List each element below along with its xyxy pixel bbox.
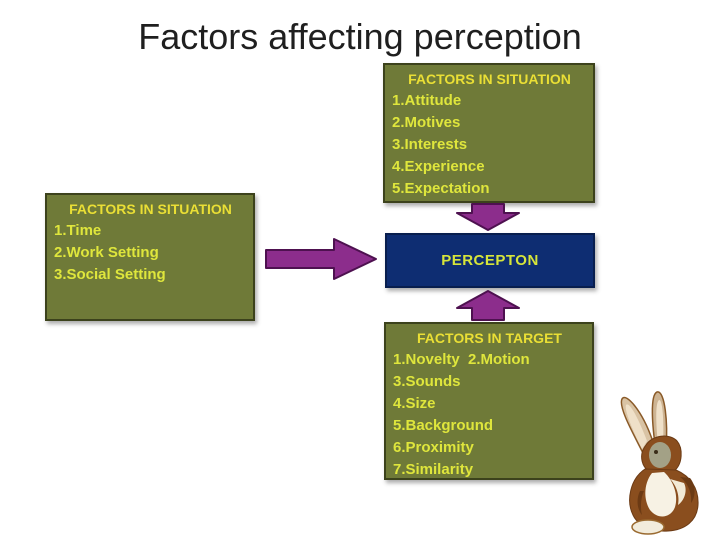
box-item-list: 1.Attitude 2.Motives 3.Interests 4.Experien…	[392, 90, 587, 200]
list-item: 3.Interests	[392, 136, 468, 153]
list-item: 1.Novelty 2.Motion	[393, 351, 530, 368]
list-item: 4.Experience	[392, 158, 485, 175]
factors-in-situation-left-box: FACTORS IN SITUATION 1.Time 2.Work Settin…	[45, 193, 255, 321]
list-item: 4.Size	[393, 395, 436, 412]
factors-in-target-box: FACTORS IN TARGET 1.Novelty 2.Motion 3.So…	[384, 322, 594, 480]
arrow-down-icon	[451, 202, 525, 232]
box-header: FACTORS IN SITUATION	[408, 71, 571, 87]
percepton-box: PERCEPTON	[385, 233, 595, 288]
percepton-label: PERCEPTON	[441, 252, 539, 269]
box-item-list: 1.Time 2.Work Setting 3.Social Setting	[54, 220, 247, 286]
list-item: 3.Social Setting	[54, 266, 166, 283]
box-header: FACTORS IN SITUATION	[69, 201, 232, 217]
list-item: 6.Proximity	[393, 439, 474, 456]
list-item: 2.Work Setting	[54, 244, 159, 261]
box-item-list: 1.Novelty 2.Motion 3.Sounds 4.Size 5.Backgr…	[393, 349, 586, 481]
list-item: 3.Sounds	[393, 373, 461, 390]
factors-in-situation-top-box: FACTORS IN SITUATION 1.Attitude 2.Motives…	[383, 63, 595, 203]
list-item: 5.Background	[393, 417, 494, 434]
list-item: 2.Motives	[392, 114, 461, 131]
rabbit-icon	[610, 381, 714, 537]
box-header: FACTORS IN TARGET	[417, 330, 562, 346]
page-title: Factors affecting perception	[138, 16, 582, 57]
list-item: 1.Time	[54, 222, 102, 239]
list-item: 5.Expectation	[392, 180, 490, 197]
arrow-right-icon	[263, 234, 379, 284]
arrow-up-icon	[451, 288, 525, 322]
list-item: 1.Attitude	[392, 92, 462, 109]
list-item: 7.Similarity	[393, 461, 474, 478]
